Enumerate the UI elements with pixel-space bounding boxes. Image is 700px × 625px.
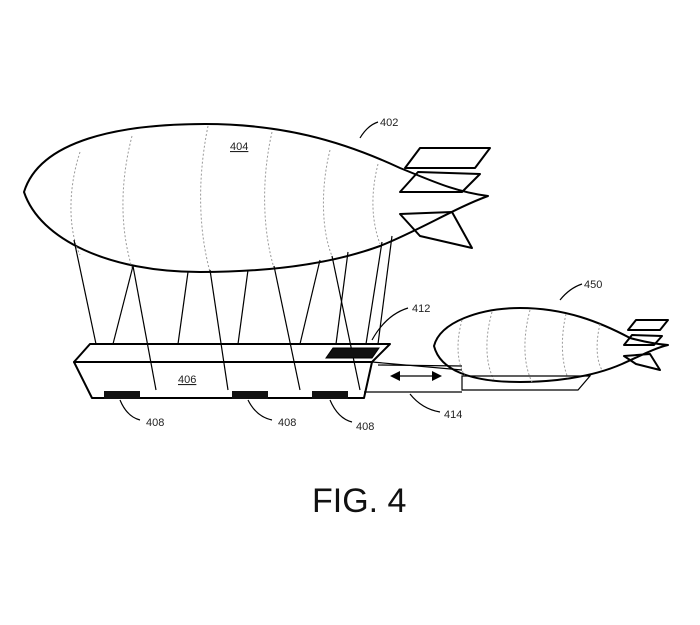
label-450: 450 xyxy=(584,279,602,291)
envelope-rib xyxy=(372,163,381,245)
arrow-head-right xyxy=(432,371,442,381)
suspension-cables xyxy=(73,235,393,391)
label-406: 406 xyxy=(178,374,196,386)
figure-caption: FIG. 4 xyxy=(312,482,406,520)
dock-408-a xyxy=(104,391,140,399)
tail-fin-mid xyxy=(399,171,481,193)
arrow-head-left xyxy=(390,371,400,381)
dock-408-c xyxy=(312,391,348,399)
shuttle-envelope xyxy=(433,307,669,383)
leader-lines xyxy=(119,121,583,423)
envelope-rib xyxy=(122,135,133,269)
gondola xyxy=(73,343,391,399)
airship-envelope xyxy=(23,123,489,273)
tail-fin-upper xyxy=(404,147,491,169)
label-408-c: 408 xyxy=(356,421,374,433)
envelope-rib xyxy=(264,131,275,269)
envelope-rib xyxy=(322,149,333,257)
main-airship xyxy=(23,123,491,273)
label-408-b: 408 xyxy=(278,417,296,429)
label-412: 412 xyxy=(412,303,430,315)
shuttle-gondola xyxy=(461,375,592,391)
tail-fin-lower xyxy=(399,211,473,249)
hatch-412 xyxy=(325,347,380,359)
label-408-a: 408 xyxy=(146,417,164,429)
shuttle-airship xyxy=(433,307,669,391)
label-404: 404 xyxy=(230,141,248,153)
envelope-rib xyxy=(70,151,81,256)
label-414: 414 xyxy=(444,409,462,421)
dock-408-b xyxy=(232,391,268,399)
envelope-rib xyxy=(200,125,211,273)
label-402: 402 xyxy=(380,117,398,129)
